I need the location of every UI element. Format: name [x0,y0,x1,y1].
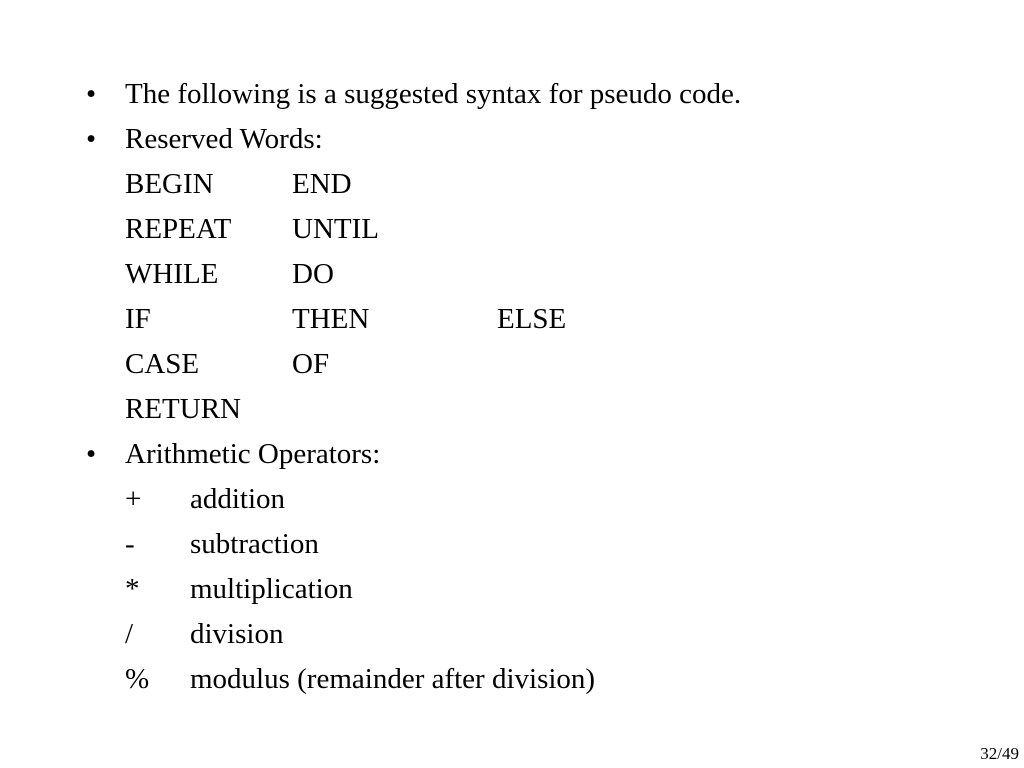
bullet-glyph: • [86,123,97,155]
reserved-word: WHILE [125,258,219,290]
bullet-glyph: • [86,78,97,110]
bullet-glyph: • [86,438,97,470]
reserved-word: RETURN [125,393,241,425]
operator-symbol: + [125,483,142,515]
reserved-word: END [292,168,352,200]
operator-symbol: - [125,528,135,560]
operator-symbol: / [125,618,134,650]
reserved-word: UNTIL [292,213,379,245]
operator-description: modulus (remainder after division) [190,663,596,695]
page-number: 32/49 [980,744,1019,763]
operator-symbol: * [125,573,140,605]
reserved-word: OF [292,348,330,380]
intro-text: The following is a suggested syntax for … [125,78,742,110]
reserved-word: CASE [125,348,200,380]
reserved-word: THEN [292,303,370,335]
operator-description: division [190,618,284,650]
arithmetic-operators-heading: Arithmetic Operators: [125,438,381,470]
reserved-word: DO [292,258,334,290]
operator-description: addition [190,483,286,515]
reserved-words-heading: Reserved Words: [125,123,323,155]
reserved-word: REPEAT [125,213,232,245]
operator-description: subtraction [190,528,319,560]
operator-symbol: % [125,663,150,695]
operator-description: multiplication [190,573,353,605]
reserved-word: IF [125,303,151,335]
reserved-word: ELSE [497,303,567,335]
reserved-word: BEGIN [125,168,214,200]
